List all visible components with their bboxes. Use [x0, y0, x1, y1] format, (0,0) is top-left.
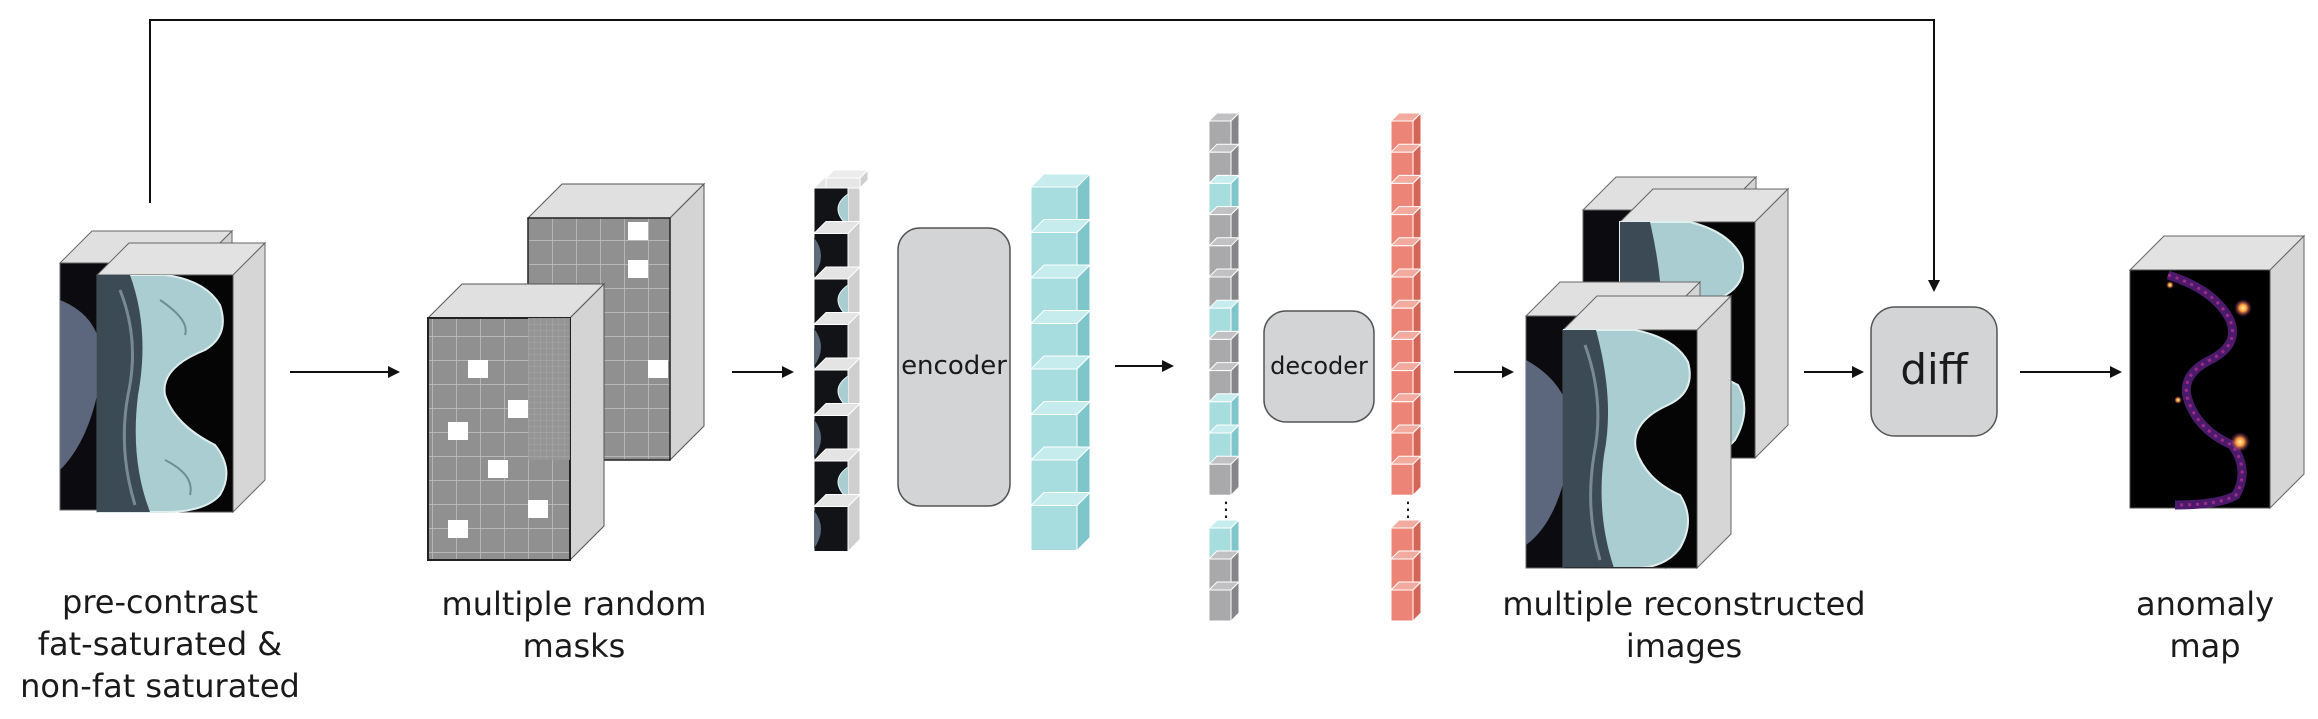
image-patch [824, 168, 870, 190]
mask-patch [628, 222, 648, 240]
mask-patch [468, 360, 488, 378]
anomaly-map [2128, 234, 2306, 510]
mask-patch [628, 260, 648, 278]
caption-anomaly: anomaly map [2136, 585, 2274, 665]
encoder-label: encoder [901, 351, 1007, 381]
caption-reconstructed: multiple reconstructed images [1502, 585, 1865, 665]
mask-patch [508, 400, 528, 418]
encoder-block: encoder [897, 227, 1011, 507]
decoded-token [1389, 423, 1423, 466]
diff-block: diff [1870, 306, 1998, 437]
svg-text:non-fat saturated: non-fat saturated [20, 667, 300, 705]
skip-connection-arrow [149, 19, 1940, 292]
random-masks-stack [426, 182, 706, 562]
svg-text:fat-saturated &: fat-saturated & [38, 625, 283, 663]
breast-mri-slice [95, 241, 267, 514]
mask-patch [648, 360, 668, 378]
latent-token [1207, 330, 1241, 372]
decoded-token [1389, 518, 1423, 561]
anomaly-hotspot [2234, 299, 2252, 317]
caption-input: pre-contrast fat-saturated & non-fat sat… [20, 583, 300, 705]
anomaly-hotspot [2166, 281, 2174, 289]
svg-text:anomaly: anomaly [2136, 585, 2274, 623]
embedding-cube [1029, 491, 1092, 552]
image-patch-column [812, 168, 870, 553]
mask-patch [448, 520, 468, 538]
decoded-token [1389, 580, 1423, 623]
decoded-token [1389, 454, 1423, 497]
image-patch [812, 402, 862, 462]
input-image-stack [58, 229, 267, 514]
image-patch [812, 493, 862, 553]
decoded-token-column [1389, 111, 1423, 623]
embedding-column [1029, 172, 1092, 552]
svg-text:masks: masks [523, 627, 626, 665]
diff-label: diff [1900, 345, 1968, 394]
decoded-ellipsis: ⋮ [1398, 497, 1418, 521]
latent-token [1207, 454, 1241, 497]
mask-patch [528, 500, 548, 518]
reconstructed-slice [1561, 294, 1733, 570]
anomaly-hotspot [2230, 432, 2250, 452]
svg-text:multiple reconstructed: multiple reconstructed [1502, 585, 1865, 623]
caption-masks: multiple random masks [442, 585, 707, 665]
svg-text:pre-contrast: pre-contrast [62, 583, 258, 621]
anomaly-hotspot [2174, 396, 2182, 404]
svg-text:map: map [2169, 627, 2240, 665]
latent-token-column [1207, 111, 1241, 623]
mask-patch [448, 422, 468, 440]
latent-token [1207, 580, 1241, 623]
decoder-label: decoder [1270, 352, 1368, 380]
reconstructed-image-stack [1524, 175, 1790, 570]
mask-patch [488, 460, 508, 478]
latent-token [1207, 142, 1241, 185]
decoded-token [1389, 111, 1423, 154]
svg-text:multiple random: multiple random [442, 585, 707, 623]
svg-text:images: images [1626, 627, 1742, 665]
decoder-block: decoder [1263, 310, 1375, 423]
token-ellipsis: ⋮ [1216, 497, 1236, 521]
